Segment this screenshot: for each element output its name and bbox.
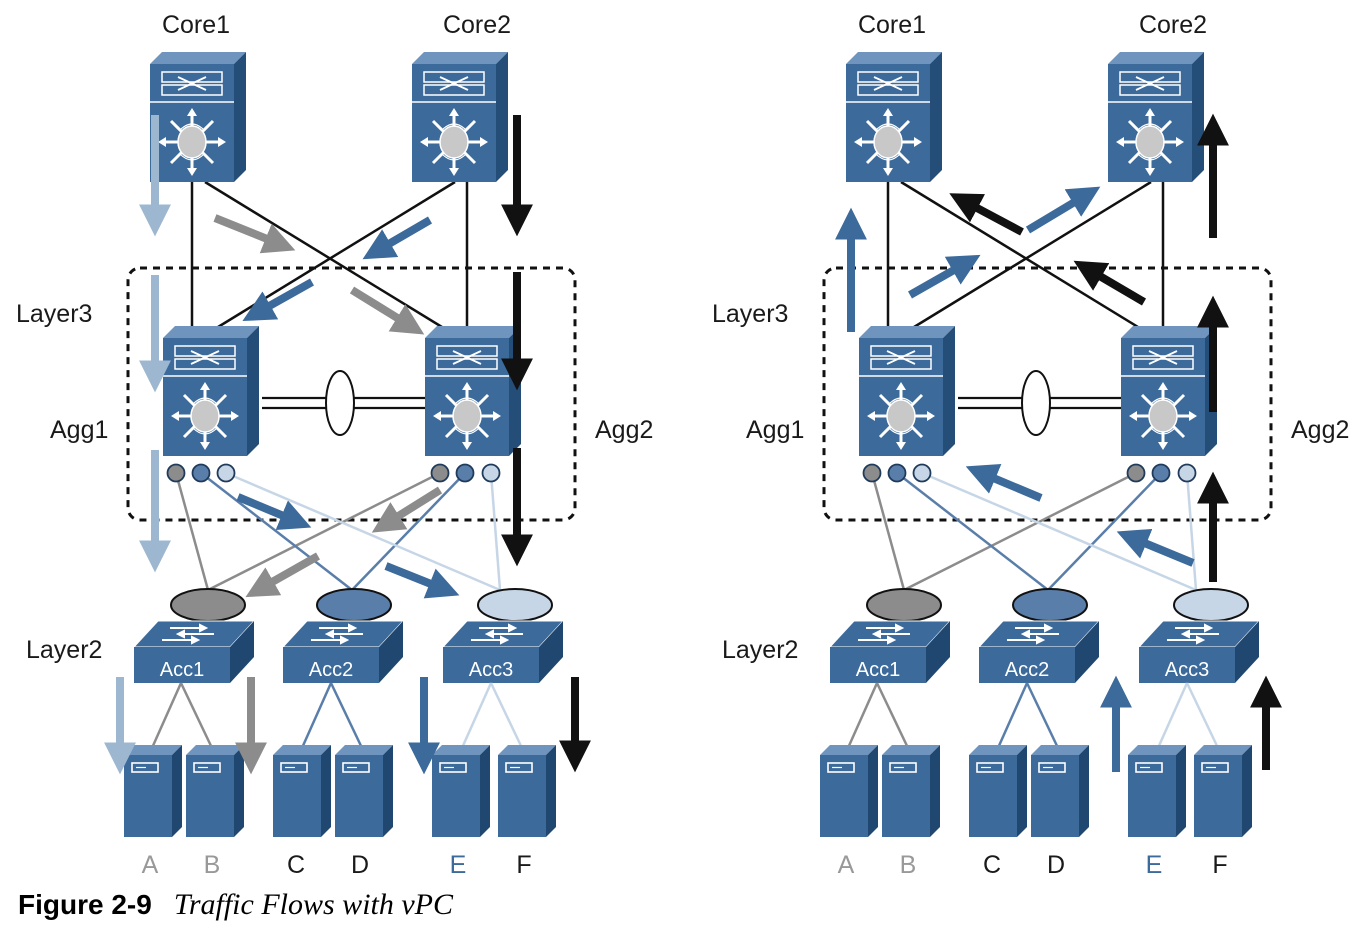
acc-server-links [846, 682, 1220, 749]
acc2-vpc-bundle [316, 588, 392, 622]
figure-caption: Figure 2-9 Traffic Flows with vPC [18, 888, 453, 922]
core2-label: Core2 [443, 11, 511, 39]
server-f-label: F [1212, 851, 1227, 879]
agg1-ports [862, 463, 932, 483]
agg1-ports [166, 463, 236, 483]
agg1-label: Agg1 [746, 416, 804, 444]
server-e-icon [1127, 744, 1187, 838]
server-b-icon [881, 744, 941, 838]
server-b-icon [185, 744, 245, 838]
acc2-label: Acc2 [309, 659, 353, 681]
server-f-icon [1193, 744, 1253, 838]
figure-number: Figure 2-9 [18, 889, 152, 920]
core2-switch-icon [410, 50, 510, 184]
server-a-label: A [142, 851, 159, 879]
agg2-ports [430, 463, 501, 483]
agg2-switch-icon [1119, 324, 1219, 458]
server-e-label: E [1146, 851, 1163, 879]
acc2-label: Acc2 [1005, 659, 1049, 681]
peer-link-bundle [325, 370, 355, 436]
acc3-vpc-bundle [1173, 588, 1249, 622]
server-d-label: D [351, 851, 369, 879]
server-a-icon [819, 744, 879, 838]
server-c-label: C [983, 851, 1001, 879]
server-a-label: A [838, 851, 855, 879]
vpc-domain-box [126, 266, 577, 522]
server-b-label: B [900, 851, 917, 879]
server-c-icon [968, 744, 1028, 838]
agg-acc-links [870, 471, 1198, 592]
left-panel: Core1 Core2 Layer3 Agg1 Agg2 Layer2 Acc1… [16, 11, 653, 879]
right-flow-arrows [835, 113, 1282, 772]
server-f-label: F [516, 851, 531, 879]
agg2-ports [1126, 463, 1197, 483]
acc1-label: Acc1 [856, 659, 900, 681]
right-panel: Core1 Core2 Layer3 Agg1 Agg2 Layer2 Acc1… [712, 11, 1349, 879]
agg1-switch-icon [857, 324, 957, 458]
core1-label: Core1 [162, 11, 230, 39]
agg2-label: Agg2 [595, 416, 653, 444]
agg2-switch-icon [423, 324, 523, 458]
core2-label: Core2 [1139, 11, 1207, 39]
layer2-label: Layer2 [722, 636, 798, 664]
vpc-domain-box [822, 266, 1273, 522]
acc2-vpc-bundle [1012, 588, 1088, 622]
server-a-icon [123, 744, 183, 838]
core-agg-links [190, 180, 469, 337]
core2-switch-icon [1106, 50, 1206, 184]
acc3-label: Acc3 [469, 659, 513, 681]
server-f-icon [497, 744, 557, 838]
server-c-label: C [287, 851, 305, 879]
server-d-icon [334, 744, 394, 838]
acc1-vpc-bundle [170, 588, 246, 622]
agg1-label: Agg1 [50, 416, 108, 444]
agg2-label: Agg2 [1291, 416, 1349, 444]
server-d-label: D [1047, 851, 1065, 879]
agg-acc-links [174, 471, 502, 592]
acc3-vpc-bundle [477, 588, 553, 622]
core1-label: Core1 [858, 11, 926, 39]
agg1-switch-icon [161, 324, 261, 458]
vpc-traffic-flow-diagram: Core1 Core2 Layer3 Agg1 Agg2 Layer2 Acc1… [16, 11, 1349, 879]
acc1-vpc-bundle [866, 588, 942, 622]
layer2-label: Layer2 [26, 636, 102, 664]
acc1-label: Acc1 [160, 659, 204, 681]
server-b-label: B [204, 851, 221, 879]
figure-title: Traffic Flows with vPC [173, 888, 454, 921]
acc3-label: Acc3 [1165, 659, 1209, 681]
layer3-label: Layer3 [16, 300, 92, 328]
peer-link-bundle [1021, 370, 1051, 436]
acc-server-links [150, 682, 524, 749]
core1-switch-icon [844, 50, 944, 184]
server-d-icon [1030, 744, 1090, 838]
server-e-icon [431, 744, 491, 838]
left-flow-arrows [104, 115, 591, 775]
core-agg-links [886, 180, 1165, 337]
server-c-icon [272, 744, 332, 838]
server-e-label: E [450, 851, 467, 879]
layer3-label: Layer3 [712, 300, 788, 328]
core1-switch-icon [148, 50, 248, 184]
